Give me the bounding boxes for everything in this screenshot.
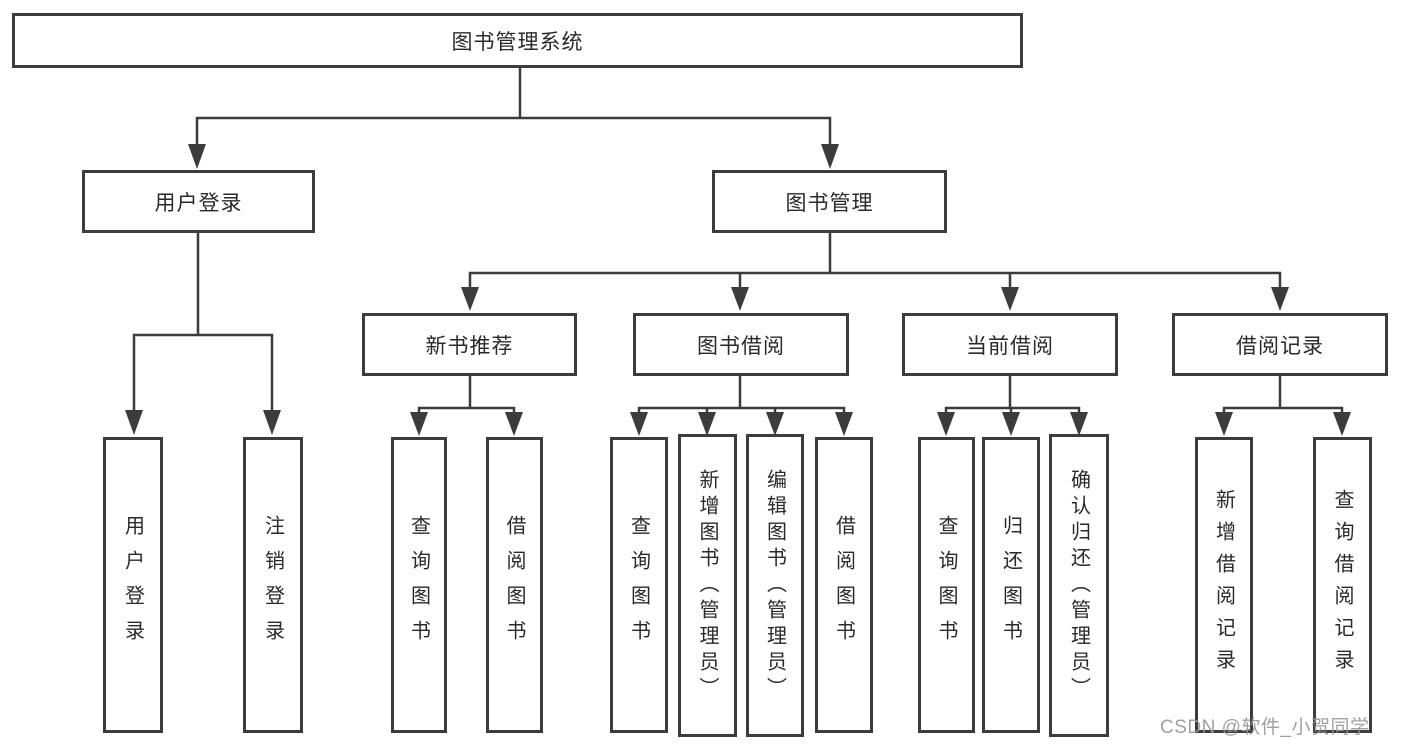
arrowhead-icon (835, 412, 853, 436)
arrowhead-icon (630, 412, 648, 436)
arrowhead-icon (698, 412, 716, 436)
root-to-level2-connector (188, 68, 839, 169)
node-current-borrow-confirm: 确认归还（管理员） (1049, 434, 1109, 737)
arrowhead-icon (1070, 412, 1088, 436)
node-book-borrow-edit: 编辑图书（管理员） (746, 434, 804, 737)
node-user-login: 用户登录 (82, 170, 315, 233)
arrowhead-icon (821, 144, 839, 169)
user-login-children-connector (125, 233, 281, 435)
node-book-mgmt: 图书管理 (712, 170, 947, 233)
book-mgmt-children-connector (461, 233, 1289, 311)
arrowhead-icon (731, 287, 749, 311)
csdn-watermark: CSDN @软件_小贺同学 (1160, 717, 1370, 738)
node-current-borrow: 当前借阅 (902, 313, 1118, 376)
node-borrow-records-add: 新增借阅记录 (1195, 437, 1253, 733)
arrowhead-icon (1271, 287, 1289, 311)
new-books-children-connector (410, 376, 523, 436)
arrowhead-icon (937, 412, 955, 436)
node-book-borrow-add: 新增图书（管理员） (678, 434, 737, 737)
node-root: 图书管理系统 (12, 13, 1023, 68)
node-login: 用户登录 (103, 437, 163, 733)
book-borrow-children-connector (630, 376, 853, 436)
node-current-borrow-return: 归还图书 (982, 437, 1040, 733)
node-current-borrow-query: 查询图书 (918, 437, 975, 733)
node-new-books-borrow: 借阅图书 (486, 437, 543, 733)
arrowhead-icon (263, 410, 281, 435)
node-book-borrow-borrow: 借阅图书 (815, 437, 873, 733)
arrowhead-icon (1002, 412, 1020, 436)
arrowhead-icon (1215, 412, 1233, 436)
current-borrow-children-connector (937, 376, 1088, 436)
node-borrow-records: 借阅记录 (1172, 313, 1388, 376)
borrow-records-children-connector (1215, 376, 1351, 436)
node-new-books: 新书推荐 (362, 313, 577, 376)
arrowhead-icon (1333, 412, 1351, 436)
arrowhead-icon (766, 412, 784, 436)
arrowhead-icon (188, 144, 206, 169)
node-borrow-records-query: 查询借阅记录 (1313, 437, 1372, 733)
arrowhead-icon (410, 412, 428, 436)
node-book-borrow: 图书借阅 (633, 313, 849, 376)
node-book-borrow-query: 查询图书 (610, 437, 668, 733)
arrowhead-icon (461, 287, 479, 311)
node-logout: 注销登录 (243, 437, 303, 733)
arrowhead-icon (505, 412, 523, 436)
arrowhead-icon (125, 410, 143, 435)
node-new-books-query: 查询图书 (391, 437, 447, 733)
arrowhead-icon (1001, 287, 1019, 311)
